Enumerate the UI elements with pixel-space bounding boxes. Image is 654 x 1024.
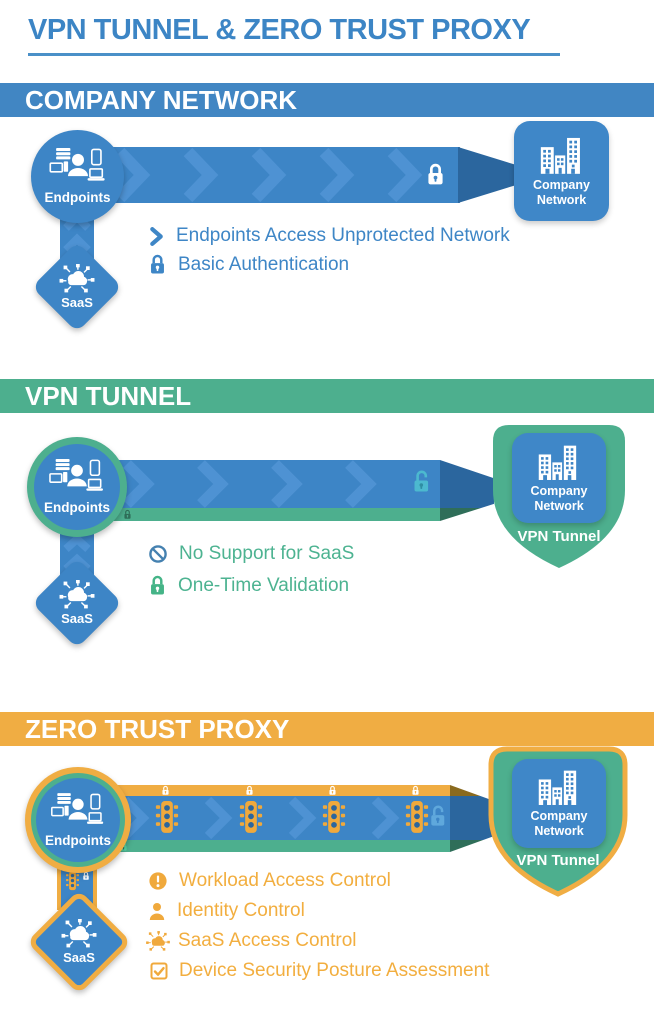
saas-label: SaaS (61, 611, 93, 626)
bullet-text: No Support for SaaS (179, 543, 355, 564)
lock-small-icon (161, 785, 170, 796)
section-banner-zero-trust-proxy: ZERO TRUST PROXY (0, 712, 654, 746)
network-traffic-band (103, 460, 440, 508)
bullet-text: SaaS Access Control (178, 930, 357, 951)
proxy-control-strip (103, 785, 450, 796)
endpoints-node: Endpoints (27, 437, 127, 537)
endpoints-devices-icon (49, 459, 105, 498)
company-network-node: Company Network (512, 759, 606, 848)
traffic-light-icon (238, 800, 264, 836)
lock-small-icon (328, 785, 337, 796)
bullet-saas-access-control: SaaS Access Control (146, 930, 356, 952)
saas-cloud-icon (59, 580, 95, 610)
checkbox-check-icon (150, 962, 168, 980)
saas-node: SaaS (31, 557, 123, 649)
lock-closed-icon (425, 162, 446, 187)
lock-icon (148, 574, 167, 597)
section-banner-vpn-tunnel: VPN TUNNEL (0, 379, 654, 413)
page-title: VPN TUNNEL & ZERO TRUST PROXY (28, 14, 560, 56)
endpoints-label: Endpoints (45, 832, 111, 848)
lock-open-icon (410, 470, 432, 494)
chevron-flow-icon (121, 796, 400, 840)
lock-icon (148, 253, 167, 276)
chevron-right-icon (148, 226, 165, 247)
bullet-basic-authentication: Basic Authentication (148, 253, 349, 276)
bullet-no-saas-support: No Support for SaaS (148, 543, 354, 565)
saas-node: SaaS (31, 241, 123, 333)
buildings-icon (537, 768, 581, 805)
traffic-light-icon (321, 800, 347, 836)
chevron-flow-icon (123, 460, 377, 508)
bullet-text: Workload Access Control (179, 870, 391, 891)
lock-small-icon (123, 509, 132, 520)
section-banner-company-network: COMPANY NETWORK (0, 83, 654, 117)
endpoints-label: Endpoints (44, 190, 111, 205)
network-traffic-band (103, 796, 450, 840)
saas-cloud-icon (146, 931, 170, 952)
company-network-label: Company Network (530, 483, 588, 513)
bullet-text: One-Time Validation (178, 574, 350, 596)
company-network-label: Company Network (530, 809, 588, 838)
bullet-identity-control: Identity Control (148, 900, 305, 922)
vpn-tunnel-strip (103, 840, 450, 852)
saas-label: SaaS (61, 295, 93, 310)
bullet-text: Identity Control (177, 900, 305, 921)
person-icon (148, 901, 166, 921)
buildings-icon (537, 443, 581, 480)
saas-cloud-icon (61, 919, 97, 949)
bullet-device-security-posture: Device Security Posture Assessment (150, 960, 489, 982)
no-entry-icon (148, 544, 168, 564)
band-arrowhead (440, 460, 494, 521)
traffic-light-icon (154, 800, 180, 836)
network-traffic-band (100, 147, 460, 203)
chevron-flow-icon (115, 147, 423, 203)
band-arrowhead (458, 147, 516, 203)
traffic-light-icon (65, 871, 80, 892)
saas-label: SaaS (63, 950, 95, 965)
endpoints-devices-icon (51, 793, 105, 831)
endpoints-devices-icon (49, 148, 107, 188)
bullet-one-time-validation: One-Time Validation (148, 574, 349, 597)
buildings-icon (539, 135, 585, 174)
bullet-text: Device Security Posture Assessment (179, 960, 490, 981)
company-network-node: Company Network (512, 433, 606, 523)
vpn-tunnel-label: VPN Tunnel (517, 528, 601, 545)
saas-cloud-icon (59, 264, 95, 294)
company-network-label: Company Network (533, 177, 590, 207)
lock-small-icon (411, 785, 420, 796)
bullet-text: Basic Authentication (178, 253, 350, 275)
saas-node: SaaS (26, 889, 132, 995)
company-network-node: Company Network (514, 121, 609, 221)
bullet-workload-access-control: Workload Access Control (148, 870, 391, 892)
vpn-tunnel-strip (103, 508, 440, 521)
endpoints-green-ring: Endpoints (31, 773, 125, 867)
bullet-endpoints-access: Endpoints Access Unprotected Network (148, 225, 510, 247)
lock-small-icon (245, 785, 254, 796)
lock-open-icon (427, 805, 448, 828)
vpn-tunnel-label: VPN Tunnel (516, 852, 600, 869)
exclamation-icon (148, 871, 168, 891)
endpoints-node: Endpoints (25, 767, 131, 873)
bullet-text: Endpoints Access Unprotected Network (176, 225, 510, 246)
endpoints-label: Endpoints (44, 500, 110, 515)
endpoints-node: Endpoints (31, 130, 124, 223)
